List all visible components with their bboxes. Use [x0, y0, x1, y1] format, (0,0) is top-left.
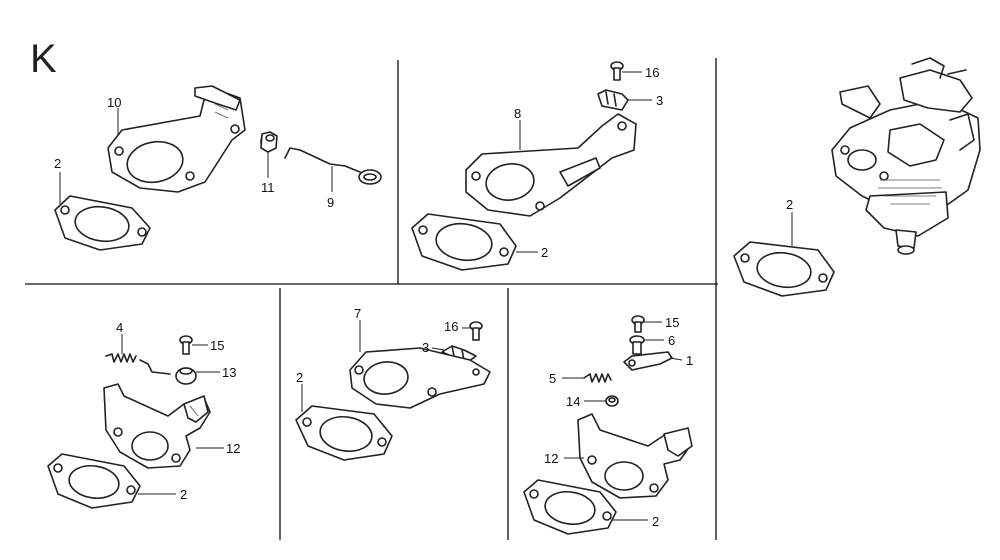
- bracket-part-12-bottom-right: [577, 413, 693, 499]
- rod-part-9: [284, 147, 382, 185]
- panel-dividers: [25, 58, 718, 540]
- label-part-7: 7: [354, 306, 361, 321]
- label-part-2-bottom-left: 2: [180, 487, 187, 502]
- bolt-part-15: [179, 335, 193, 355]
- label-part-14: 14: [566, 394, 580, 409]
- label-part-9: 9: [327, 195, 334, 210]
- nut-part-14: [605, 395, 619, 407]
- section-letter: K: [30, 37, 57, 81]
- panel-top-middle: 16 3 8 2: [411, 61, 663, 271]
- label-part-3: 3: [656, 93, 663, 108]
- label-part-10: 10: [107, 95, 121, 110]
- label-part-2-bottom-middle: 2: [296, 370, 303, 385]
- label-part-11: 11: [261, 180, 275, 195]
- gasket-part-2-bottom-middle: [295, 405, 393, 461]
- label-part-2-top-middle: 2: [541, 245, 548, 260]
- panel-bottom-middle: 7 16 3 2: [295, 306, 491, 461]
- collar-part-11: [260, 131, 278, 153]
- label-part-15: 15: [210, 338, 224, 353]
- gasket-part-2-top-right: [733, 241, 835, 297]
- screw-part-6: [629, 335, 645, 355]
- label-part-12: 12: [226, 441, 240, 456]
- label-part-2-bottom-right: 2: [652, 514, 659, 529]
- spring-part-5: [583, 373, 612, 383]
- label-part-16-bottom-middle: 16: [444, 319, 458, 334]
- lever-part-1: [623, 351, 673, 371]
- label-part-1: 1: [686, 353, 693, 368]
- panel-top-left: 10 2 11 9: [54, 85, 382, 251]
- bracket-part-8: [465, 113, 637, 217]
- label-part-16: 16: [645, 65, 659, 80]
- gasket-part-2-bottom-right: [523, 479, 617, 535]
- label-part-3-bottom-middle: 3: [422, 340, 429, 355]
- bracket-part-10: [107, 85, 246, 193]
- clip-part-3: [597, 89, 629, 111]
- label-part-6: 6: [668, 333, 675, 348]
- bolt-part-16: [610, 61, 624, 81]
- label-part-5: 5: [549, 371, 556, 386]
- panel-bottom-right: 15 6 1 5 14 12 2: [523, 315, 693, 535]
- gasket-part-2-bottom-left: [47, 453, 141, 509]
- gasket-part-2-top-middle: [411, 213, 517, 271]
- label-part-12-bottom-right: 12: [544, 451, 558, 466]
- label-part-15-bottom-right: 15: [665, 315, 679, 330]
- bolt-part-16-bottom-middle: [469, 321, 483, 341]
- panel-bottom-left: 4 15 13 12 2: [47, 320, 240, 509]
- spring-part-4: [105, 353, 137, 363]
- gasket-part-2: [54, 195, 151, 251]
- panel-top-right: 2: [733, 57, 981, 297]
- bracket-part-7: [349, 347, 491, 409]
- label-part-4: 4: [116, 320, 123, 335]
- label-part-13: 13: [222, 365, 236, 380]
- bracket-part-12: [103, 383, 211, 469]
- label-part-2: 2: [54, 156, 61, 171]
- bolt-part-15-bottom-right: [631, 315, 645, 333]
- label-part-8: 8: [514, 106, 521, 121]
- label-part-2-top-right: 2: [786, 197, 793, 212]
- collar-part-13: [139, 359, 197, 385]
- carburetor-assembly: [831, 57, 981, 255]
